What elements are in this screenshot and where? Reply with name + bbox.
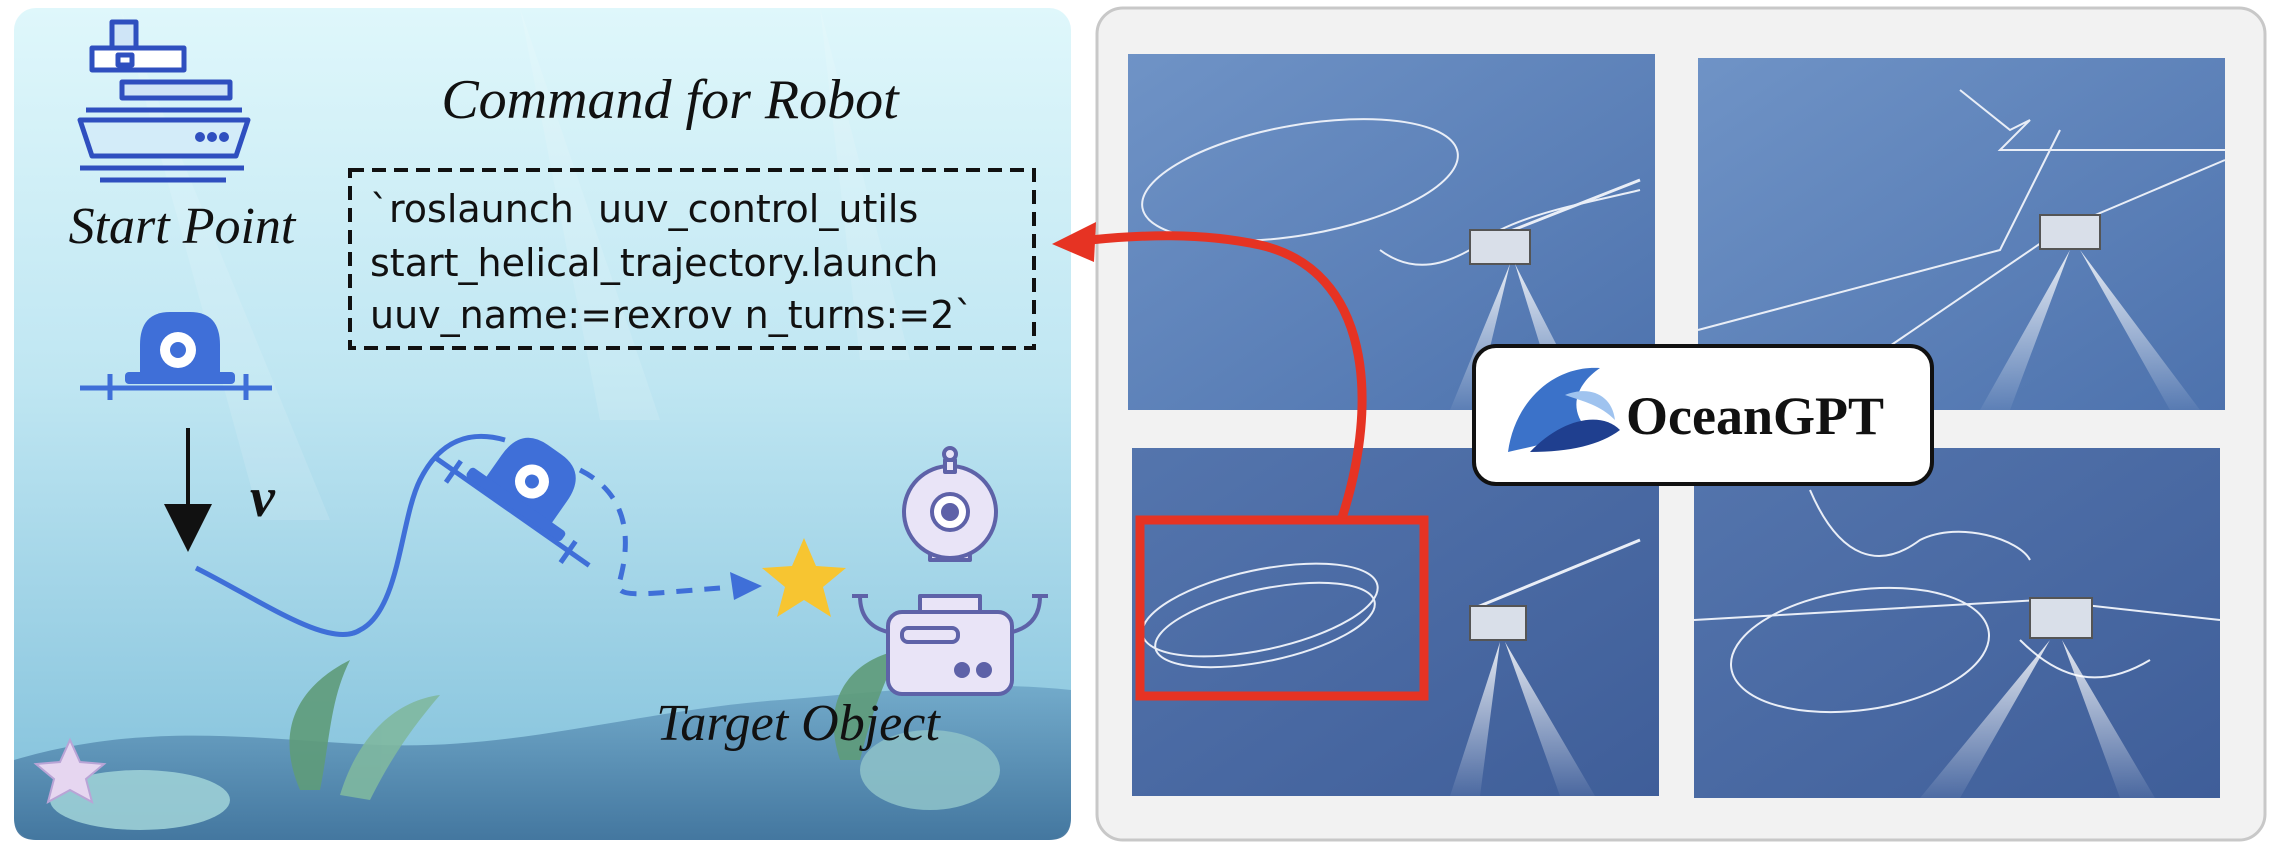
red-arrowhead [1052,222,1096,262]
target-star-icon [762,538,846,617]
command-box [348,168,1036,350]
target-robot-icon [852,446,1048,696]
red-arrow [1089,231,1367,520]
start-point-label: Start Point [69,198,297,255]
simulation-scene-bottom-left [1132,448,1659,796]
moving-drone-icon [432,437,591,568]
highlight-box [1135,515,1429,701]
ship-icon [77,19,251,183]
command-line-1: `roslaunch uuv_control_utils [370,187,918,231]
seaweed-plants [50,650,1000,830]
command-title: Command for Robot [441,69,900,131]
oceangpt-text: OceanGPT [1626,386,1884,446]
simulation-scene-bottom-right [1693,448,2221,798]
light-rays [120,8,910,520]
planned-path [578,467,721,597]
planned-path-arrowhead [730,572,762,600]
trajectory-path [194,433,506,638]
oceangpt-logo: OceanGPT [1472,344,1934,486]
right-panel: OceanGPT [1052,6,2267,842]
left-panel-background [14,8,1071,840]
target-object-label: Target Object [656,695,941,752]
command-line-2: start_helical_trajectory.launch [370,241,938,285]
left-panel: Start Point v Command for Robot `roslaun… [14,8,1071,840]
seabed [14,685,1071,840]
wave-icon [1508,367,1620,452]
command-line-3: uuv_name:=rexrov n_turns:=2` [370,293,973,337]
underwater-drone-icon [80,312,272,400]
velocity-label: v [250,467,276,529]
sea-star-icon [33,737,107,804]
